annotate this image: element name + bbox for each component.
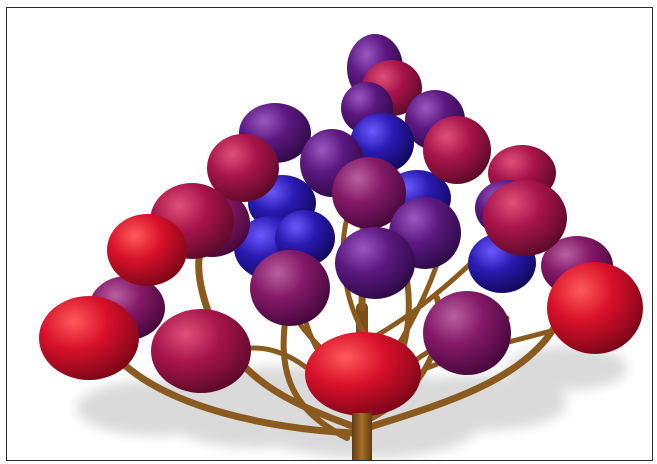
leaf (207, 134, 279, 202)
leaf-cluster-mid (107, 116, 567, 326)
leaf (107, 214, 187, 286)
leaf (483, 180, 567, 256)
leaf (39, 296, 139, 380)
tree-render-scene (39, 34, 643, 460)
tree-trunk (352, 413, 372, 460)
render-viewport (6, 7, 653, 461)
leaf (305, 332, 421, 416)
leaf (332, 157, 406, 229)
leaf (250, 250, 330, 326)
leaf (423, 116, 491, 184)
leaf (423, 291, 511, 375)
leaf (547, 262, 643, 354)
leaf (335, 227, 415, 299)
leaf-cluster-front (39, 262, 643, 416)
leaf (151, 309, 251, 393)
